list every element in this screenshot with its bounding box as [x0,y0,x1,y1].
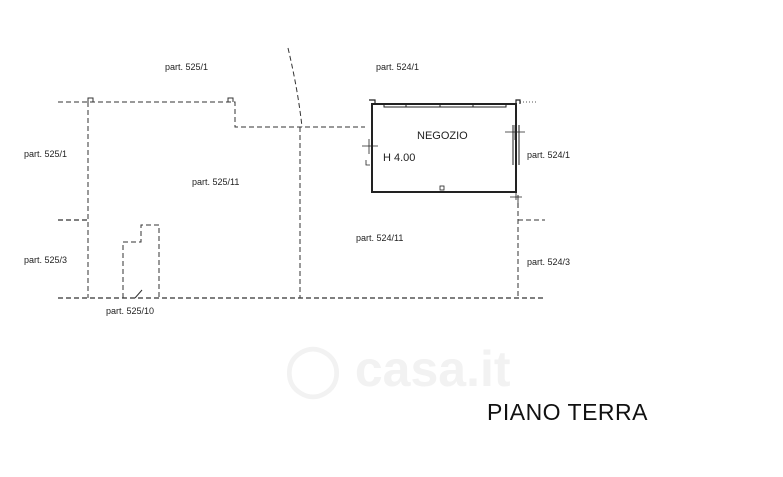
parcel-label: part. 525/11 [192,177,240,187]
room-height: H 4.00 [383,152,416,164]
parcel-label: part. 524/1 [527,150,571,160]
floor-title: PIANO TERRA [487,399,648,425]
stair-outline [122,224,160,298]
boundary-top-left [58,101,365,128]
shop-walls [362,99,525,208]
parcel-label: part. 525/10 [106,306,155,316]
parcel-label: part. 525/1 [24,149,68,159]
parcel-label: part. 524/3 [527,257,571,267]
room-name: NEGOZIO [417,130,468,142]
parcel-label: part. 525/1 [165,62,209,72]
parcel-label: part. 525/3 [24,255,68,265]
watermark: ◯ casa.it [285,341,511,397]
curved-boundary [287,47,303,128]
parcel-label: part. 524/11 [356,233,404,243]
parcel-label: part. 524/1 [376,62,420,72]
